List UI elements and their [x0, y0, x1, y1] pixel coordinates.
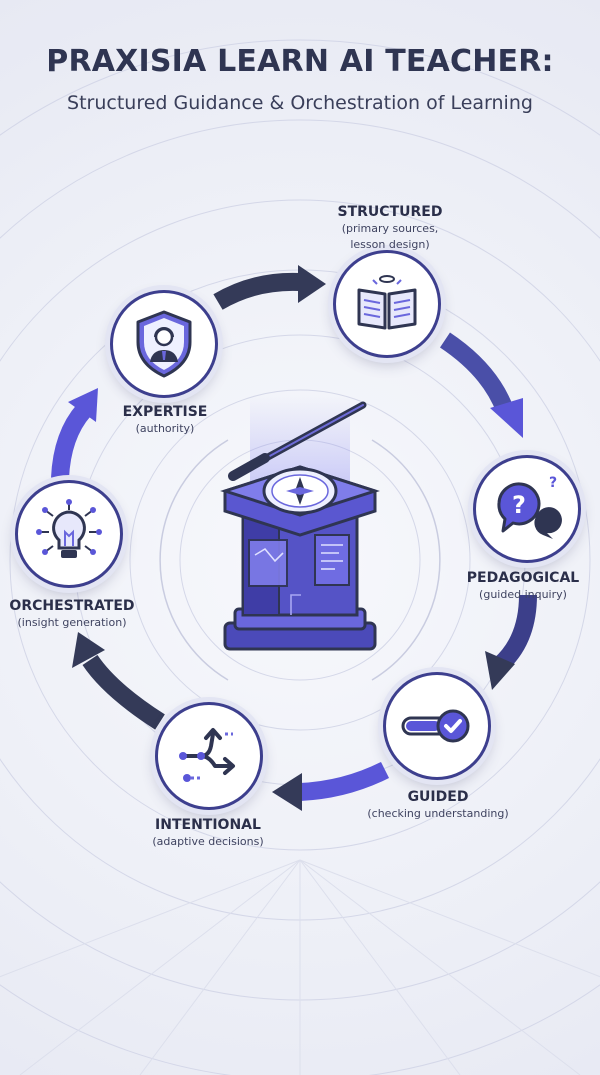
pointer-stick-icon	[228, 401, 367, 481]
label-title: EXPERTISE	[122, 404, 208, 420]
label-title: GUIDED	[407, 789, 469, 805]
label-title: INTENTIONAL	[155, 817, 261, 833]
progress-check-icon	[401, 709, 470, 743]
open-book-icon	[357, 275, 417, 330]
arrow-head	[298, 265, 326, 303]
arrow-head	[72, 632, 105, 668]
shield-teacher-icon	[136, 310, 192, 378]
page-title: PRAXISIA LEARN AI TEACHER:	[46, 44, 554, 79]
label-expertise: EXPERTISE (authority)	[60, 404, 270, 436]
arrow-head	[272, 773, 302, 811]
label-desc: (checking understanding)	[367, 807, 509, 820]
label-guided: GUIDED (checking understanding)	[333, 789, 543, 821]
arrow-head	[490, 398, 523, 438]
compass-pillar-icon	[220, 395, 380, 651]
label-title: ORCHESTRATED	[9, 598, 135, 614]
node-guided	[383, 672, 491, 780]
branching-arrows-icon	[179, 728, 235, 782]
label-title: STRUCTURED	[337, 204, 443, 220]
node-structured	[333, 250, 441, 358]
page-subtitle: Structured Guidance & Orchestration of L…	[67, 92, 533, 114]
node-intentional	[155, 702, 263, 810]
lightbulb-network-icon	[36, 499, 102, 558]
label-title: PEDAGOGICAL	[466, 570, 580, 586]
node-expertise	[110, 290, 218, 398]
label-desc: (authority)	[135, 422, 195, 435]
label-desc: (primary sources,	[341, 222, 439, 235]
arrow-head	[485, 651, 515, 690]
svg-text:?: ?	[512, 491, 526, 519]
arrow-head	[68, 388, 98, 422]
label-pedagogical: PEDAGOGICAL (guided inquiry)	[418, 570, 600, 602]
label-structured: STRUCTURED (primary sources, lesson desi…	[285, 204, 495, 252]
node-orchestrated	[15, 480, 123, 588]
node-pedagogical: ? ?	[473, 455, 581, 563]
label-intentional: INTENTIONAL (adaptive decisions)	[103, 817, 313, 849]
label-desc: (guided inquiry)	[479, 588, 567, 601]
label-desc: (insight generation)	[17, 616, 127, 629]
svg-text:?: ?	[549, 475, 557, 491]
question-bubbles-icon: ? ?	[497, 475, 562, 539]
label-desc: lesson design)	[350, 238, 430, 251]
label-desc: (adaptive decisions)	[152, 835, 264, 848]
label-orchestrated: ORCHESTRATED (insight generation)	[0, 598, 177, 630]
